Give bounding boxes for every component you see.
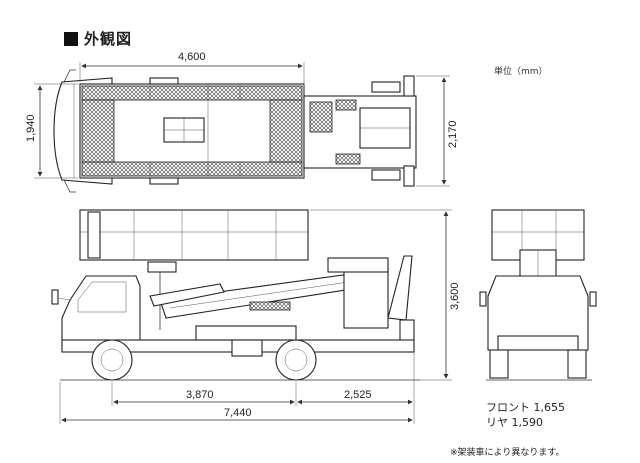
footnote: ※架装車により異なります。	[450, 448, 565, 458]
dim-rear-overhang: 2,525	[344, 389, 372, 401]
rear-right-wheel	[567, 349, 587, 379]
rear-view	[479, 209, 597, 381]
dim-overall-length: 7,440	[224, 407, 252, 419]
unit-label: 単位（mm）	[494, 67, 548, 77]
top-view: 4,600 1,940 2,170	[25, 51, 459, 193]
rear-cab	[487, 275, 589, 351]
side-turret	[343, 263, 389, 329]
track-widths: フロント 1,655 リヤ 1,590	[486, 400, 565, 430]
track-front: フロント 1,655	[486, 401, 565, 414]
dim-wheelbase: 3,870	[186, 389, 214, 401]
title-text: 外観図	[84, 30, 133, 48]
page-title: 外観図	[64, 28, 132, 49]
dim-height: 3,600	[449, 282, 461, 310]
side-basket	[79, 209, 309, 261]
side-view: 3,600 3,870 2,525 7,440	[51, 209, 461, 424]
dim-top-length: 4,600	[178, 51, 206, 63]
side-front-wheel	[91, 339, 133, 381]
square-bullet-icon	[64, 31, 78, 46]
dim-top-width-right: 2,170	[447, 120, 459, 148]
side-cab	[61, 275, 141, 351]
dim-top-width: 1,940	[25, 114, 37, 142]
rear-left-wheel	[489, 349, 509, 379]
side-rear-wheel	[275, 339, 317, 381]
track-rear: リヤ 1,590	[486, 416, 543, 429]
